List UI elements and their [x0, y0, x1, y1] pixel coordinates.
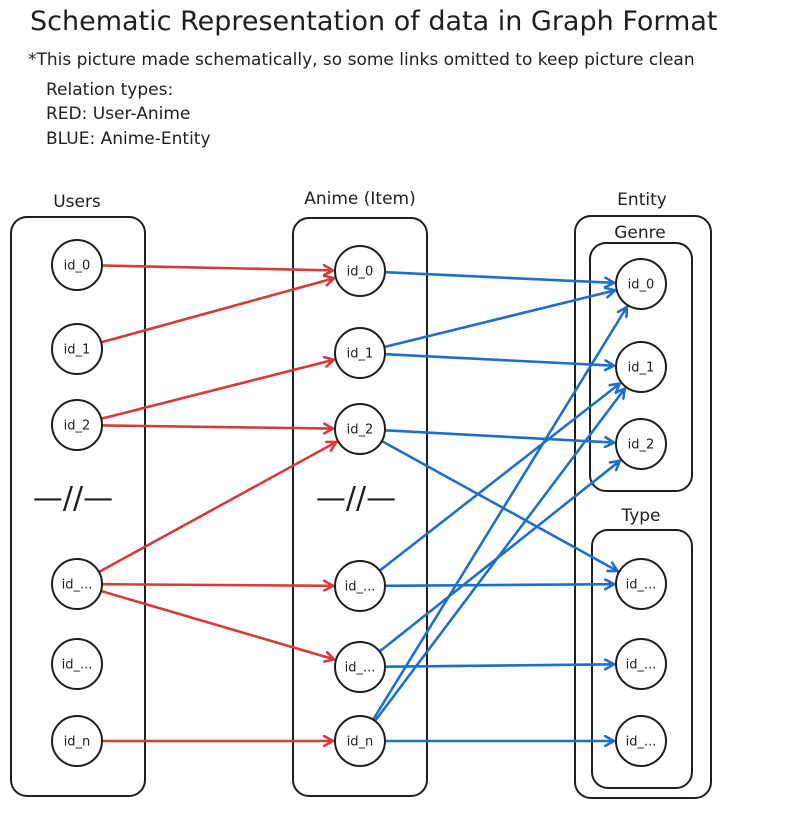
- user-node: id_...: [51, 558, 103, 610]
- edges-layer: [97, 266, 629, 742]
- anime-node-circle: [334, 403, 386, 455]
- user-node-label: id_...: [62, 658, 93, 673]
- diagram-title: Schematic Representation of data in Grap…: [30, 6, 718, 37]
- genre-node-circle: [615, 418, 667, 470]
- anime-node-label: id_0: [347, 265, 374, 280]
- user-node: id_...: [51, 638, 103, 690]
- user-node-circle: [51, 715, 103, 767]
- user-node-circle: [51, 239, 103, 291]
- type-node-circle: [615, 638, 667, 690]
- type-node-circle: [615, 715, 667, 767]
- anime-entity-edge: [382, 290, 617, 349]
- anime-node-label: id_n: [347, 735, 374, 750]
- genre-node-label: id_2: [628, 438, 655, 453]
- anime-node-circle: [334, 327, 386, 379]
- user-anime-edge: [99, 278, 336, 344]
- anime-entity-edge: [378, 382, 622, 572]
- user-node: id_0: [51, 239, 103, 291]
- user-anime-edge: [97, 442, 338, 574]
- type-node: id_...: [615, 638, 667, 690]
- anime-entity-edge: [371, 305, 629, 722]
- red-relation-legend: RED: User-Anime: [46, 104, 191, 124]
- genre-node: id_2: [615, 418, 667, 470]
- user-anime-edge: [100, 584, 335, 586]
- anime-entity-edge: [380, 439, 619, 571]
- type-node-circle: [615, 558, 667, 610]
- anime-node: id_2: [334, 403, 386, 455]
- type-group-label: Type: [620, 506, 660, 526]
- anime-entity-edge: [383, 584, 616, 586]
- user-anime-edge: [100, 425, 335, 428]
- genre-group-label: Genre: [614, 223, 665, 243]
- anime-entity-edge: [373, 387, 627, 723]
- user-node-label: id_n: [64, 735, 91, 750]
- anime-entity-edge: [383, 352, 616, 366]
- anime-column-label: Anime (Item): [304, 189, 416, 209]
- anime-container: [292, 217, 428, 797]
- user-node: id_1: [51, 323, 103, 375]
- genre-node-label: id_0: [628, 278, 655, 293]
- user-node-circle: [51, 399, 103, 451]
- type-node-label: id_...: [626, 658, 657, 673]
- anime-node-circle: [334, 715, 386, 767]
- genre-node-label: id_1: [628, 361, 655, 376]
- entity-container: [574, 215, 712, 799]
- anime-node: id_n: [334, 715, 386, 767]
- nodes-layer: id_0 id_1 id_2 id_... id_... id_n id_0 id_1 id_2…: [51, 239, 667, 767]
- entity-column-label: Entity: [617, 190, 667, 210]
- type-node-label: id_...: [626, 578, 657, 593]
- genre-node-circle: [615, 258, 667, 310]
- anime-node-label: id_...: [345, 661, 376, 676]
- user-anime-edge: [99, 589, 336, 659]
- genre-node: id_1: [615, 341, 667, 393]
- anime-node: id_...: [334, 641, 386, 693]
- user-node-label: id_0: [64, 259, 91, 274]
- user-node-circle: [51, 323, 103, 375]
- anime-entity-edge: [383, 270, 616, 283]
- users-column-label: Users: [53, 192, 101, 212]
- user-node-label: id_1: [64, 343, 91, 358]
- user-anime-edge: [100, 266, 335, 271]
- anime-node-label: id_1: [347, 347, 374, 362]
- user-node-label: id_2: [64, 419, 91, 434]
- users-gap-marker: —//—: [33, 481, 113, 516]
- anime-node-label: id_...: [345, 580, 376, 595]
- anime-node: id_...: [334, 560, 386, 612]
- anime-node: id_0: [334, 245, 386, 297]
- anime-node-circle: [334, 641, 386, 693]
- genre-node-circle: [615, 341, 667, 393]
- anime-gap-marker: —//—: [316, 481, 396, 516]
- user-anime-edge: [99, 360, 336, 421]
- relation-types-label: Relation types:: [46, 80, 174, 100]
- type-container: [591, 529, 693, 789]
- user-node-circle: [51, 638, 103, 690]
- anime-node: id_1: [334, 327, 386, 379]
- users-container: [10, 216, 146, 797]
- anime-entity-edge: [383, 664, 616, 666]
- blue-relation-legend: BLUE: Anime-Entity: [46, 129, 211, 149]
- anime-node-circle: [334, 245, 386, 297]
- user-node-label: id_...: [62, 578, 93, 593]
- genre-node: id_0: [615, 258, 667, 310]
- diagram-note: *This picture made schematically, so som…: [28, 50, 695, 70]
- anime-node-label: id_2: [347, 423, 374, 438]
- type-node: id_...: [615, 558, 667, 610]
- user-node: id_n: [51, 715, 103, 767]
- user-node: id_2: [51, 399, 103, 451]
- type-node: id_...: [615, 715, 667, 767]
- user-node-circle: [51, 558, 103, 610]
- anime-node-circle: [334, 560, 386, 612]
- anime-entity-edge: [383, 428, 616, 442]
- type-node-label: id_...: [626, 735, 657, 750]
